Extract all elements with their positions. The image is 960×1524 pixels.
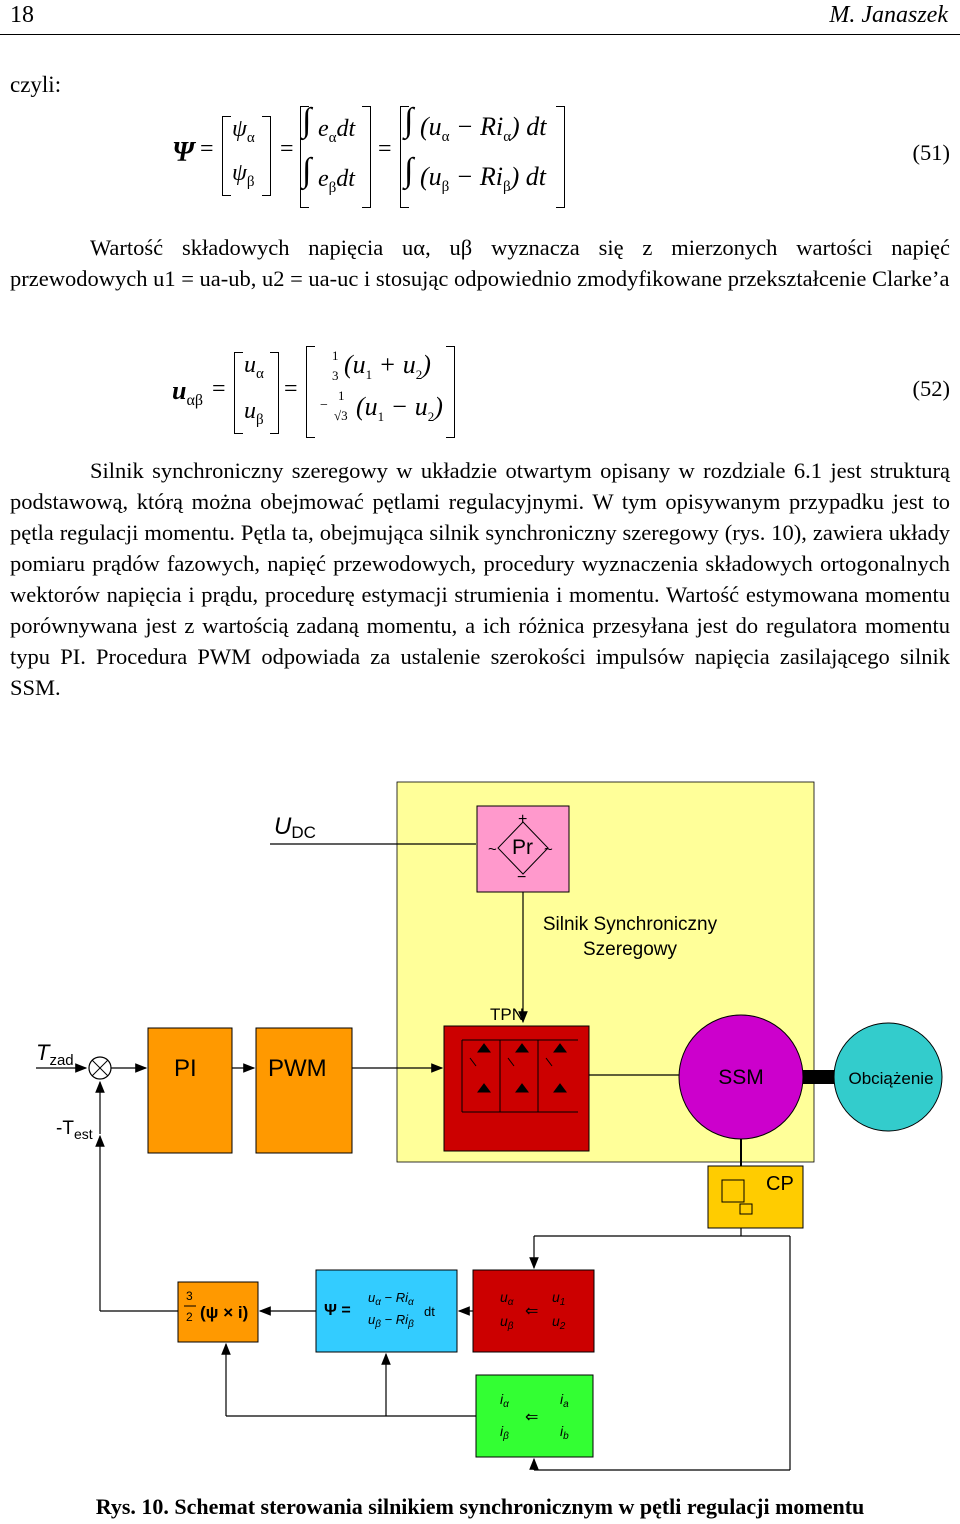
- paragraph-1: Wartość składowych napięcia uα, uβ wyzna…: [10, 235, 950, 291]
- svg-text:⇐: ⇐: [525, 1303, 538, 1320]
- cp-block: [707, 1165, 804, 1229]
- tpn-block: [443, 1025, 590, 1152]
- current-block: [475, 1374, 594, 1458]
- tzad-label: Tzad: [36, 1040, 74, 1069]
- pwm-block: [255, 1027, 353, 1154]
- svg-text:3: 3: [186, 1289, 193, 1303]
- flux-block: [315, 1269, 458, 1353]
- svg-text:~: ~: [544, 841, 553, 858]
- svg-text:uβ: uβ: [500, 1313, 514, 1332]
- svg-text:ia: ia: [560, 1391, 569, 1410]
- svg-text:iα: iα: [500, 1391, 509, 1410]
- svg-text:dt: dt: [424, 1304, 435, 1319]
- svg-text:uα − Riα: uα − Riα: [368, 1290, 414, 1308]
- cp-label: CP: [766, 1173, 794, 1195]
- page-header: [0, 0, 960, 35]
- svg-text:u2: u2: [552, 1313, 566, 1332]
- load-label: Obciążenie: [848, 1069, 933, 1088]
- svg-text:Ψ =: Ψ =: [324, 1302, 351, 1319]
- eq51-lhs: Ψ: [172, 137, 195, 168]
- bracket: [222, 116, 231, 196]
- svg-text:uβ − Riβ: uβ − Riβ: [368, 1312, 414, 1330]
- equation-52: uαβ = uα uβ = 1 3 (u1 + u2) − 1 √3 (u1 −…: [0, 342, 960, 442]
- svg-text:−: −: [517, 869, 526, 886]
- control-diagram: UDC + − ~ ~ Pr Silnik Synchroniczny Szer…: [36, 781, 943, 1471]
- torque-expr: (ψ × i): [200, 1303, 248, 1322]
- equation-51: Ψ = ψα ψβ = ∫ eαdt ∫ eβdt = ∫ (uα − Riα)…: [0, 100, 960, 215]
- tpn-label: TPN: [490, 1005, 524, 1024]
- paragraph-2: Silnik synchroniczny szeregowy w układzi…: [10, 458, 950, 700]
- test-label: -Test: [56, 1118, 93, 1142]
- svg-text:u1: u1: [552, 1289, 565, 1308]
- rectifier-block: [476, 805, 570, 893]
- inverter-symbol: [461, 1039, 578, 1113]
- author-name: M. Janaszek: [829, 2, 948, 28]
- svg-text:⇐: ⇐: [525, 1409, 538, 1426]
- voltage-block: [472, 1269, 595, 1353]
- svg-text:uα: uα: [500, 1289, 514, 1308]
- svg-text:~: ~: [488, 841, 497, 858]
- rectifier-label: Pr: [512, 836, 533, 859]
- pi-label: PI: [174, 1055, 197, 1082]
- page-number: 18: [10, 2, 34, 28]
- eq52-number: (52): [912, 376, 951, 401]
- udc-label: UDC: [274, 813, 316, 842]
- svg-text:+: +: [518, 811, 527, 828]
- pi-block: [147, 1027, 233, 1154]
- load-block: [833, 1022, 943, 1132]
- svg-text:iβ: iβ: [500, 1423, 509, 1442]
- eq51-number: (51): [912, 140, 951, 165]
- pwm-label: PWM: [268, 1055, 327, 1082]
- intro-text: czyli:: [10, 72, 62, 97]
- motor-label-1: Silnik Synchroniczny: [543, 914, 718, 935]
- motor-label-2: Szeregowy: [583, 939, 677, 960]
- torque-block: [177, 1281, 259, 1343]
- svg-text:ib: ib: [560, 1423, 569, 1442]
- ssm-label: SSM: [718, 1066, 764, 1089]
- svg-text:2: 2: [186, 1310, 193, 1324]
- figure-caption: Rys. 10. Schemat sterowania silnikiem sy…: [95, 1494, 865, 1519]
